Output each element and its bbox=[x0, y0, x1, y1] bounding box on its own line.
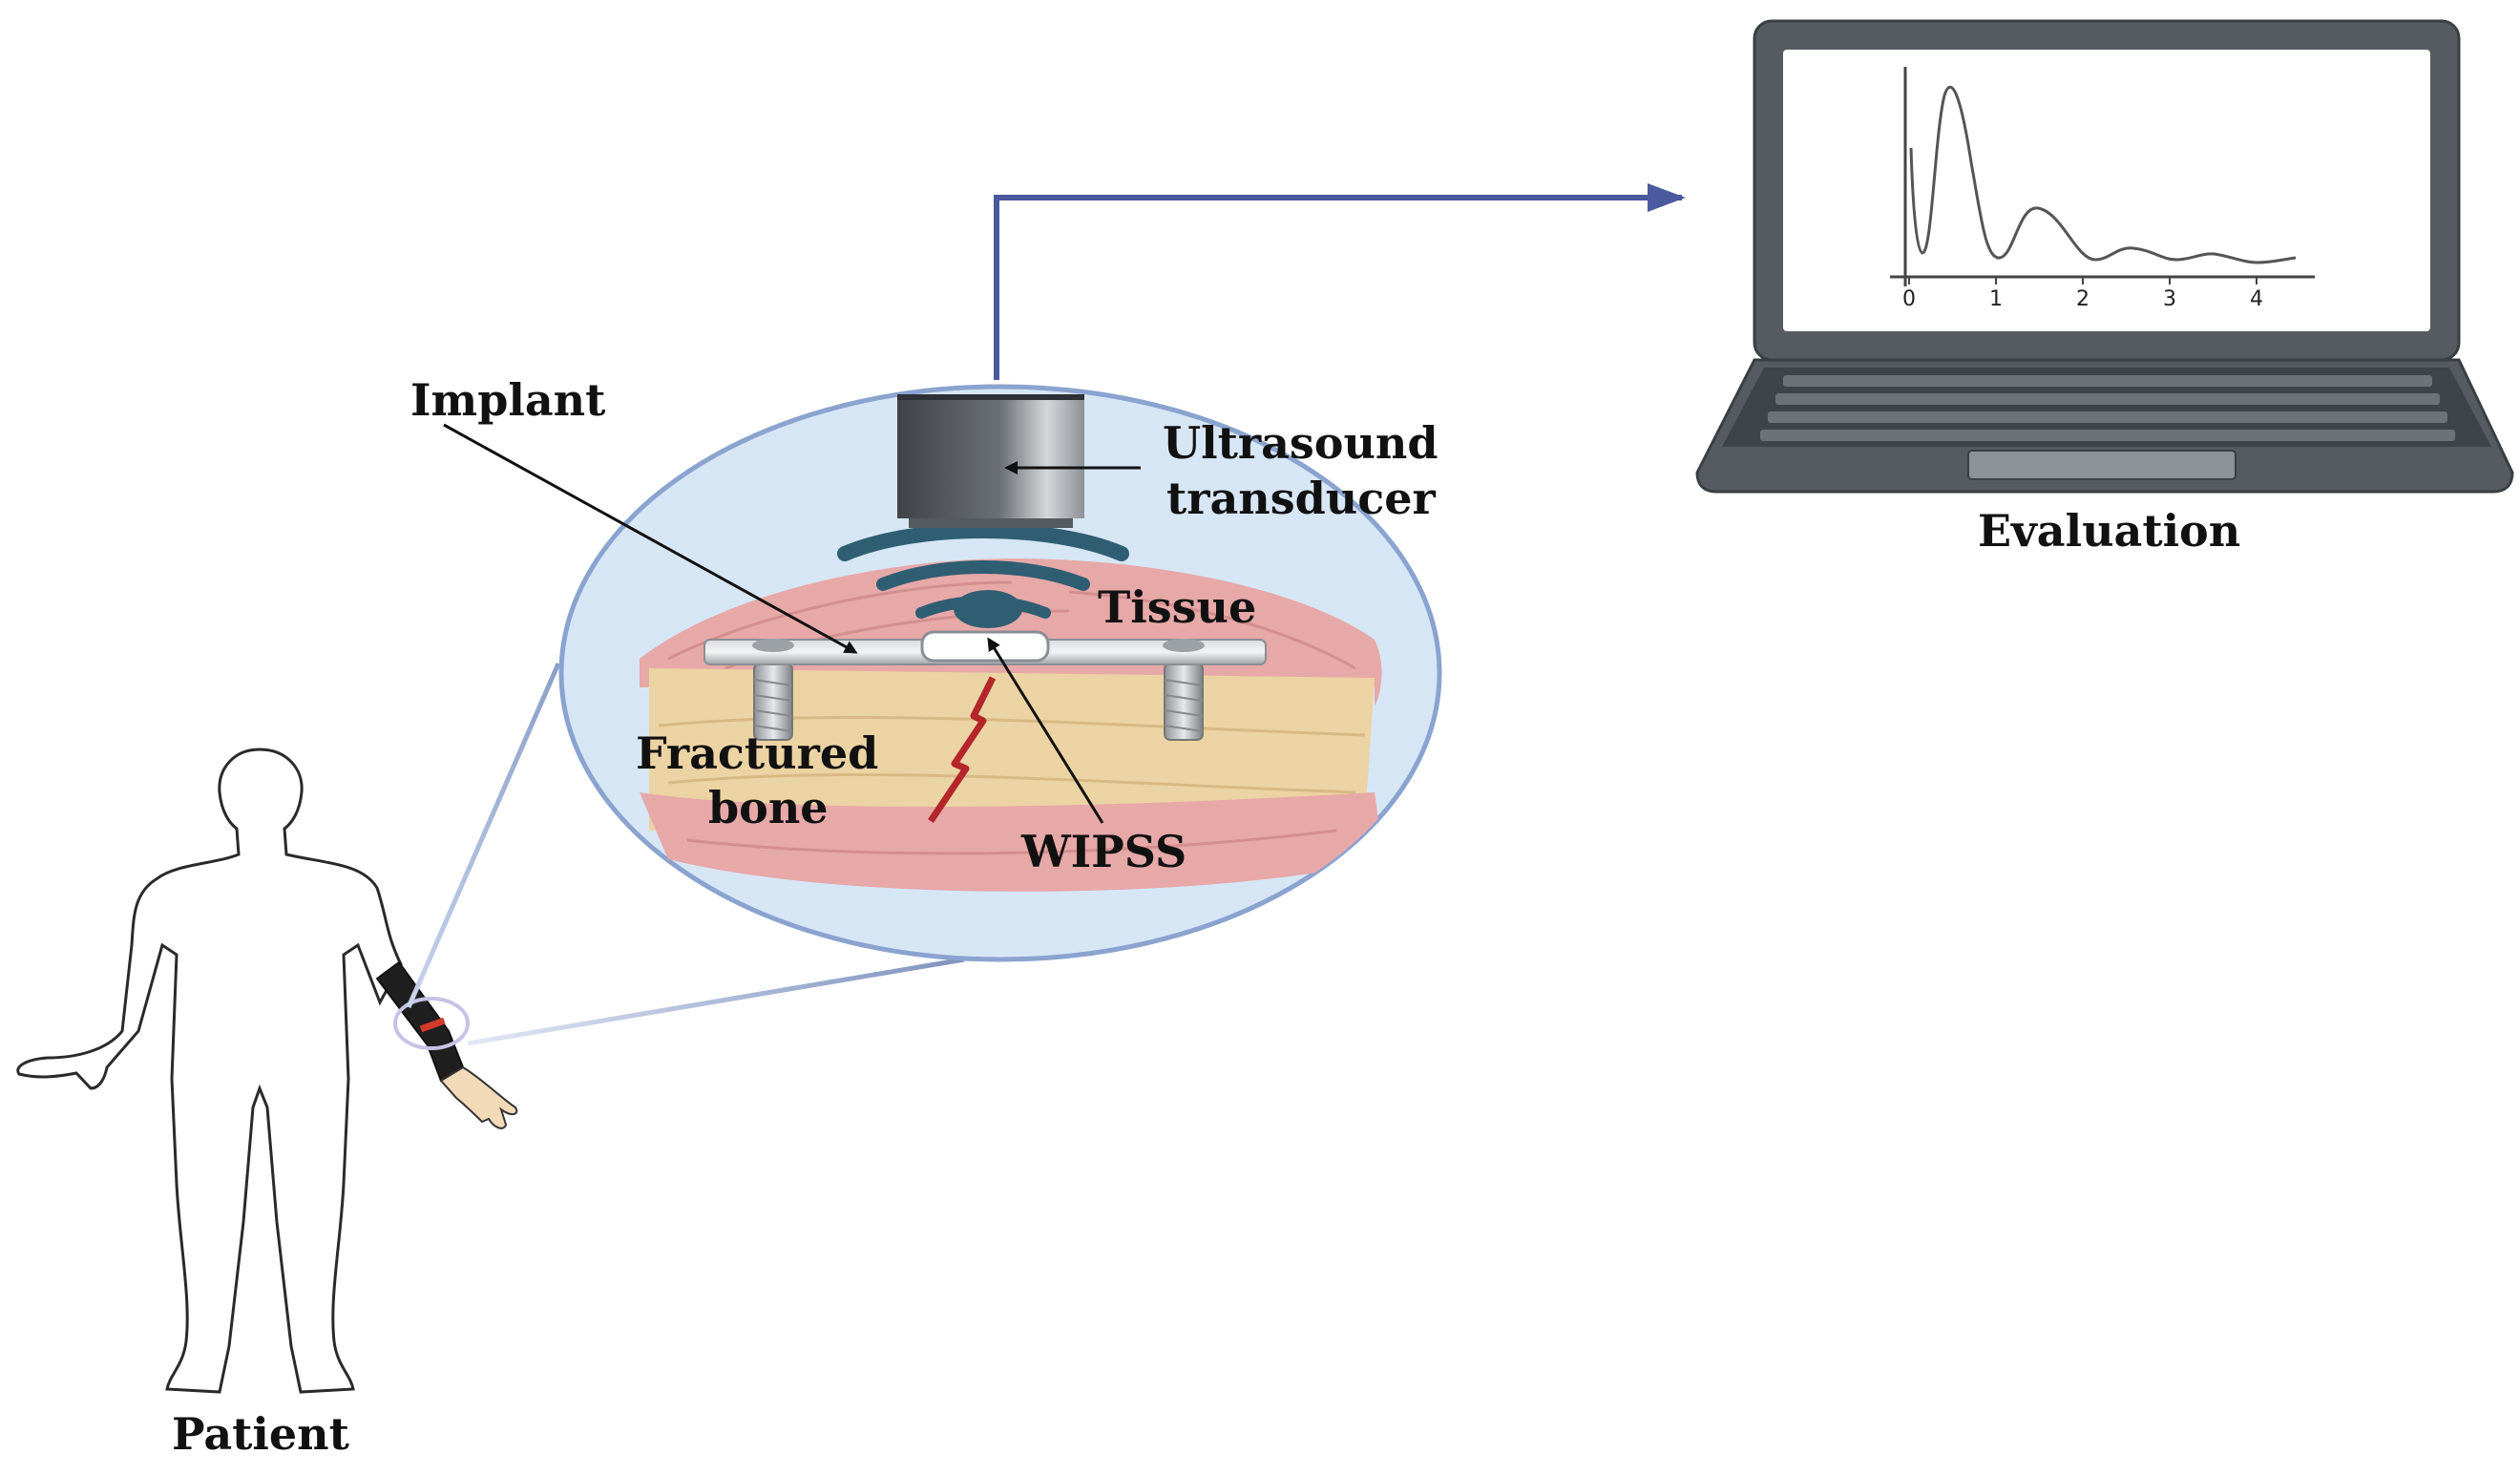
trackpad bbox=[1967, 450, 2236, 480]
patient-outline bbox=[16, 748, 403, 1394]
laptop-screen bbox=[1783, 50, 2430, 331]
fractured-label-line2: bone bbox=[708, 782, 829, 833]
lower-muscle bbox=[640, 792, 1384, 892]
magnified-view bbox=[558, 384, 1442, 962]
patient-hand bbox=[439, 1065, 518, 1129]
ultrasound-label-line2: transducer bbox=[1166, 473, 1437, 524]
wipss-label: WIPSS bbox=[1020, 826, 1186, 877]
patient-label: Patient bbox=[172, 1408, 350, 1460]
zoom-line-bottom bbox=[467, 957, 965, 1046]
keyboard-keys bbox=[1760, 375, 2455, 441]
tissue-label: Tissue bbox=[1098, 581, 1256, 633]
plot-tick-3: 3 bbox=[2163, 287, 2176, 311]
plot-ticks bbox=[1908, 277, 2258, 284]
fractured-label-line1: Fractured bbox=[636, 727, 878, 779]
wipss-pointer bbox=[987, 637, 1104, 824]
evaluation-label: Evaluation bbox=[1978, 505, 2240, 557]
patient-figure bbox=[16, 748, 518, 1394]
screen-plot: 0 1 2 3 4 bbox=[1890, 67, 2315, 311]
plot-tick-1: 1 bbox=[1989, 287, 2003, 311]
fracture-line bbox=[928, 676, 997, 823]
wipss-sensor bbox=[920, 630, 1050, 663]
ultrasound-transducer bbox=[897, 396, 1084, 518]
signal-connector-arrow bbox=[994, 183, 1686, 380]
plot-tick-0: 0 bbox=[1902, 287, 1916, 311]
laptop: 0 1 2 3 4 bbox=[1695, 19, 2514, 494]
fracture-mark bbox=[419, 1017, 446, 1033]
plot-tick-2: 2 bbox=[2076, 287, 2090, 311]
plot-tick-4: 4 bbox=[2250, 287, 2263, 311]
plot-curve bbox=[1909, 85, 2297, 264]
wave-source-dot bbox=[954, 590, 1022, 628]
implant-pointer bbox=[443, 423, 858, 654]
ultrasound-label-line1: Ultrasound bbox=[1163, 417, 1438, 469]
implant-label: Implant bbox=[410, 374, 606, 426]
zoom-line-top bbox=[406, 663, 561, 1008]
zoom-origin-circle bbox=[393, 997, 470, 1050]
